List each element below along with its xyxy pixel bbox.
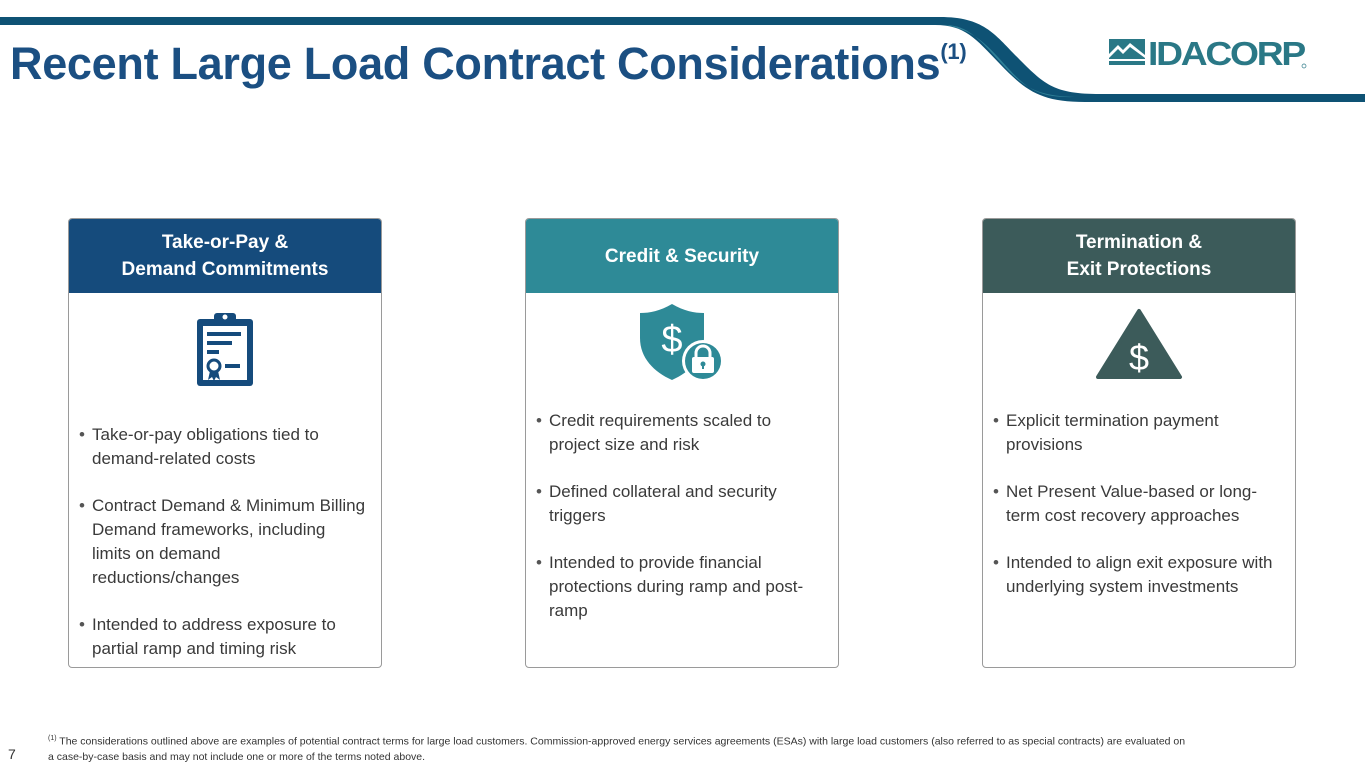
card-icon-area	[69, 293, 381, 403]
list-item: Intended to provide financial protection…	[536, 551, 824, 623]
triangle-dollar-icon: $	[1096, 309, 1182, 379]
header-swoosh	[0, 17, 1365, 102]
list-item: Net Present Value-based or long-term cos…	[993, 480, 1281, 528]
shield-dollar-lock-icon: $	[640, 304, 724, 382]
card-bullets-take-or-pay: Take-or-pay obligations tied to demand-r…	[69, 423, 381, 661]
clipboard-certificate-icon	[197, 313, 253, 386]
title-footnote-marker: (1)	[940, 39, 967, 64]
card-icon-area: $	[526, 293, 838, 391]
list-item: Defined collateral and security triggers	[536, 480, 824, 528]
svg-text:$: $	[661, 319, 682, 361]
footnote: (1) The considerations outlined above ar…	[48, 731, 1188, 765]
card-header-credit-security: Credit & Security	[526, 219, 838, 293]
svg-text:$: $	[1129, 337, 1149, 378]
footnote-marker: (1)	[48, 735, 57, 742]
list-item: Credit requirements scaled to project si…	[536, 409, 824, 457]
card-icon-area: $	[983, 293, 1295, 391]
page-number: 7	[8, 746, 16, 762]
footnote-text: The considerations outlined above are ex…	[48, 735, 1186, 763]
card-credit-security: Credit & Security $ Credit requirements …	[525, 218, 839, 668]
idacorp-logo: IDACORP	[1109, 36, 1307, 70]
list-item: Explicit termination payment provisions	[993, 409, 1281, 457]
list-item: Take-or-pay obligations tied to demand-r…	[79, 423, 367, 471]
svg-text:IDACORP: IDACORP	[1148, 36, 1305, 70]
card-header-termination-exit: Termination & Exit Protections	[983, 219, 1295, 293]
list-item: Contract Demand & Minimum Billing Demand…	[79, 494, 367, 590]
page-title: Recent Large Load Contract Consideration…	[10, 38, 967, 90]
card-take-or-pay: Take-or-Pay & Demand Commitments Take-or…	[68, 218, 382, 668]
card-bullets-credit-security: Credit requirements scaled to project si…	[526, 409, 838, 623]
card-bullets-termination-exit: Explicit termination payment provisions …	[983, 409, 1295, 599]
page-title-text: Recent Large Load Contract Consideration…	[10, 38, 941, 89]
card-termination-exit: Termination & Exit Protections $ Explici…	[982, 218, 1296, 668]
list-item: Intended to align exit exposure with und…	[993, 551, 1281, 599]
list-item: Intended to address exposure to partial …	[79, 613, 367, 661]
card-header-take-or-pay: Take-or-Pay & Demand Commitments	[69, 219, 381, 293]
